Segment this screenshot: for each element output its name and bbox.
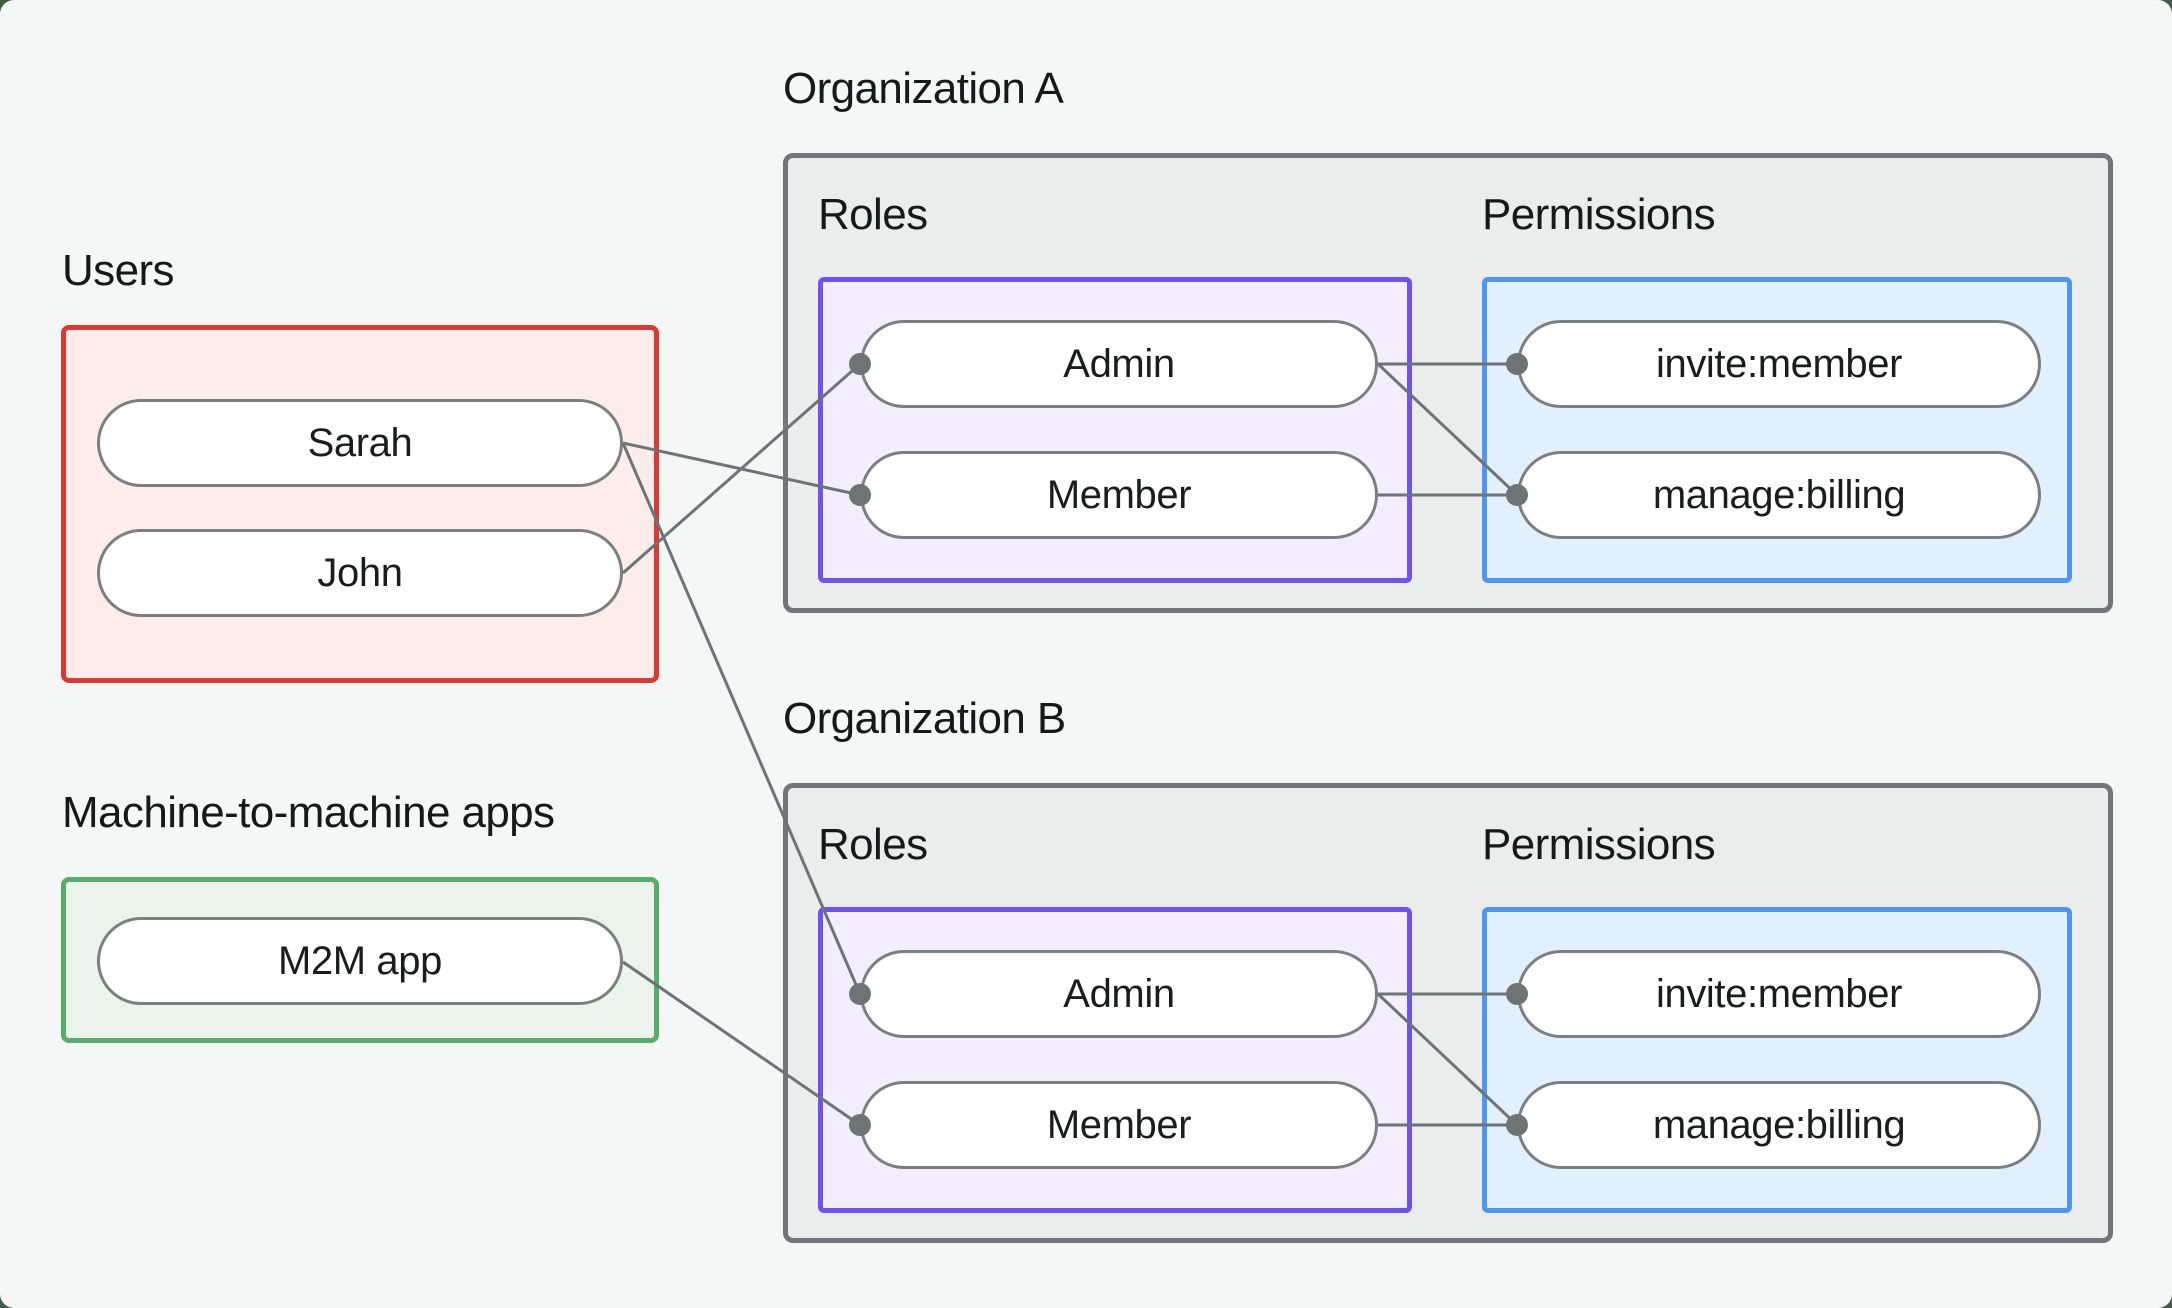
org-a-permissions-label: Permissions — [1482, 190, 1716, 239]
users-group-label: Users — [62, 246, 175, 295]
org-a-role-pill-admin: Admin — [860, 320, 1378, 408]
org-b-role-pill-member: Member — [860, 1081, 1378, 1169]
org-a-permission-pill-manage-billing: manage:billing — [1517, 451, 2041, 539]
m2m-app-pill: M2M app — [97, 917, 623, 1005]
org-a-label: Organization A — [783, 64, 1064, 113]
org-b-permissions-label: Permissions — [1482, 820, 1716, 869]
org-b-permission-pill-manage-billing: manage:billing — [1517, 1081, 2041, 1169]
org-a-permission-pill-invite-member: invite:member — [1517, 320, 2041, 408]
org-b-roles-label: Roles — [818, 820, 928, 869]
user-pill-john: John — [97, 529, 623, 617]
org-b-role-pill-admin: Admin — [860, 950, 1378, 1038]
org-a-roles-label: Roles — [818, 190, 928, 239]
org-a-role-pill-member: Member — [860, 451, 1378, 539]
org-b-permission-pill-invite-member: invite:member — [1517, 950, 2041, 1038]
m2m-group-label: Machine-to-machine apps — [62, 788, 555, 837]
user-pill-sarah: Sarah — [97, 399, 623, 487]
users-group-box — [61, 325, 659, 683]
org-b-label: Organization B — [783, 694, 1066, 743]
